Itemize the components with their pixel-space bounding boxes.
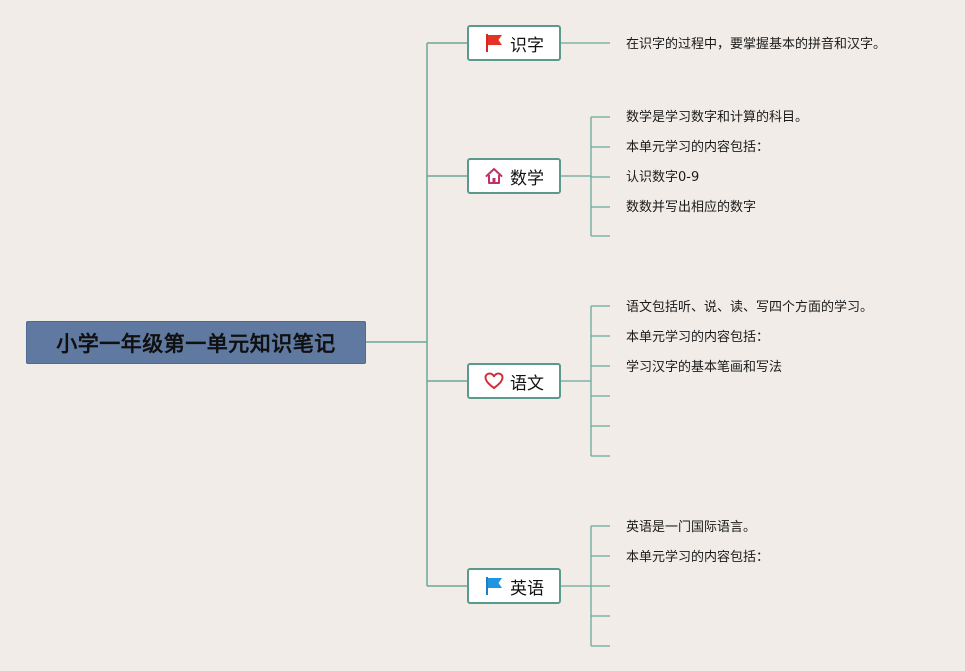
note-item: 本单元学习的内容包括： <box>626 330 770 345</box>
central-topic[interactable]: 小学一年级第一单元知识笔记 <box>26 321 366 364</box>
note-item: 数数并写出相应的数字 <box>626 200 757 215</box>
note-item: 英语是一门国际语言。 <box>626 520 757 535</box>
topic-label: 英语 <box>510 578 544 599</box>
heart-icon <box>484 371 504 391</box>
topic-yuwen[interactable]: 语文 <box>467 363 561 399</box>
topic-shuxue[interactable]: 数学 <box>467 158 561 194</box>
topic-label: 数学 <box>510 168 544 189</box>
note-item: 在识字的过程中，要掌握基本的拼音和汉字。 <box>626 37 887 52</box>
home-icon <box>484 166 504 186</box>
note-item: 数学是学习数字和计算的科目。 <box>626 110 809 125</box>
red-flag-icon <box>484 33 504 53</box>
note-item: 学习汉字的基本笔画和写法 <box>626 360 783 375</box>
topic-yingyu[interactable]: 英语 <box>467 568 561 604</box>
blue-flag-icon <box>484 576 504 596</box>
topic-label: 语文 <box>510 373 544 394</box>
note-item: 认识数字0-9 <box>626 170 700 185</box>
topic-shizi[interactable]: 识字 <box>467 25 561 61</box>
topic-label: 识字 <box>510 35 544 56</box>
note-item: 本单元学习的内容包括： <box>626 550 770 565</box>
note-item: 本单元学习的内容包括： <box>626 140 770 155</box>
note-item: 语文包括听、说、读、写四个方面的学习。 <box>626 300 874 315</box>
